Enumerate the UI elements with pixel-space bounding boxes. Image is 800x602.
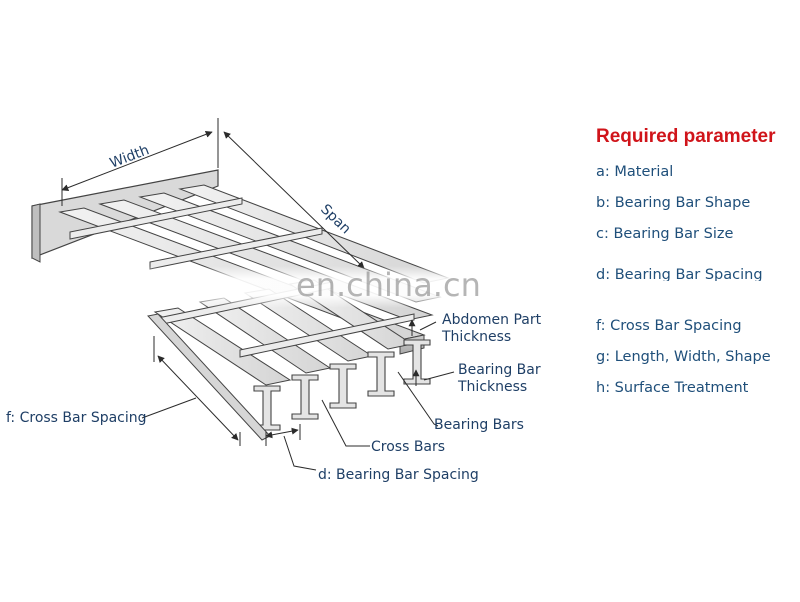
- width-label: Width: [108, 142, 152, 172]
- abdomen-label-line2: Thickness: [441, 329, 511, 345]
- leader-lines: [321, 371, 439, 447]
- parameter-item: c: Bearing Bar Size: [596, 226, 734, 242]
- span-dimension: [223, 131, 365, 269]
- parameter-item-text: d: Bearing Bar Spacing: [596, 267, 763, 281]
- parameter-item: a: Material: [596, 164, 674, 180]
- parameter-item: g: Length, Width, Shape: [596, 349, 771, 365]
- required-parameters-panel: Required parameter a: Material b: Bearin…: [596, 126, 796, 404]
- bearing-bar-profile: [403, 339, 431, 385]
- abdomen-label-line1: Abdomen Part: [442, 312, 542, 328]
- bearing-bar-spacing-label: d: Bearing Bar Spacing: [318, 467, 479, 483]
- bearing-bar-spacing-dimension: [265, 424, 317, 471]
- parameter-item: f: Cross Bar Spacing: [596, 318, 742, 334]
- bearing-bar-profile: [329, 363, 357, 409]
- cross-bar-spacing-label: f: Cross Bar Spacing: [6, 410, 147, 426]
- parameter-item: d: Bearing Bar Spacing: [596, 250, 796, 281]
- cross-bars-label: Cross Bars: [371, 439, 445, 455]
- thickness-dimensions: [408, 319, 455, 386]
- watermark: en.china.cn: [296, 266, 481, 304]
- cross-bar-spacing-dimension: [141, 336, 241, 446]
- bearing-bars-label: Bearing Bars: [434, 417, 524, 433]
- parameter-gap: [596, 281, 796, 311]
- bearing-thickness-label-line1: Bearing Bar: [458, 362, 541, 378]
- bearing-bar-profile: [367, 351, 395, 397]
- parameter-item: h: Surface Treatment: [596, 380, 749, 396]
- bearing-thickness-label-line2: Thickness: [457, 379, 527, 395]
- bearing-bar-profile: [291, 374, 319, 420]
- parameters-title: Required parameter: [596, 126, 776, 147]
- parameter-item: b: Bearing Bar Shape: [596, 195, 751, 211]
- width-dimension: [61, 118, 219, 206]
- watermark-band: [0, 266, 800, 308]
